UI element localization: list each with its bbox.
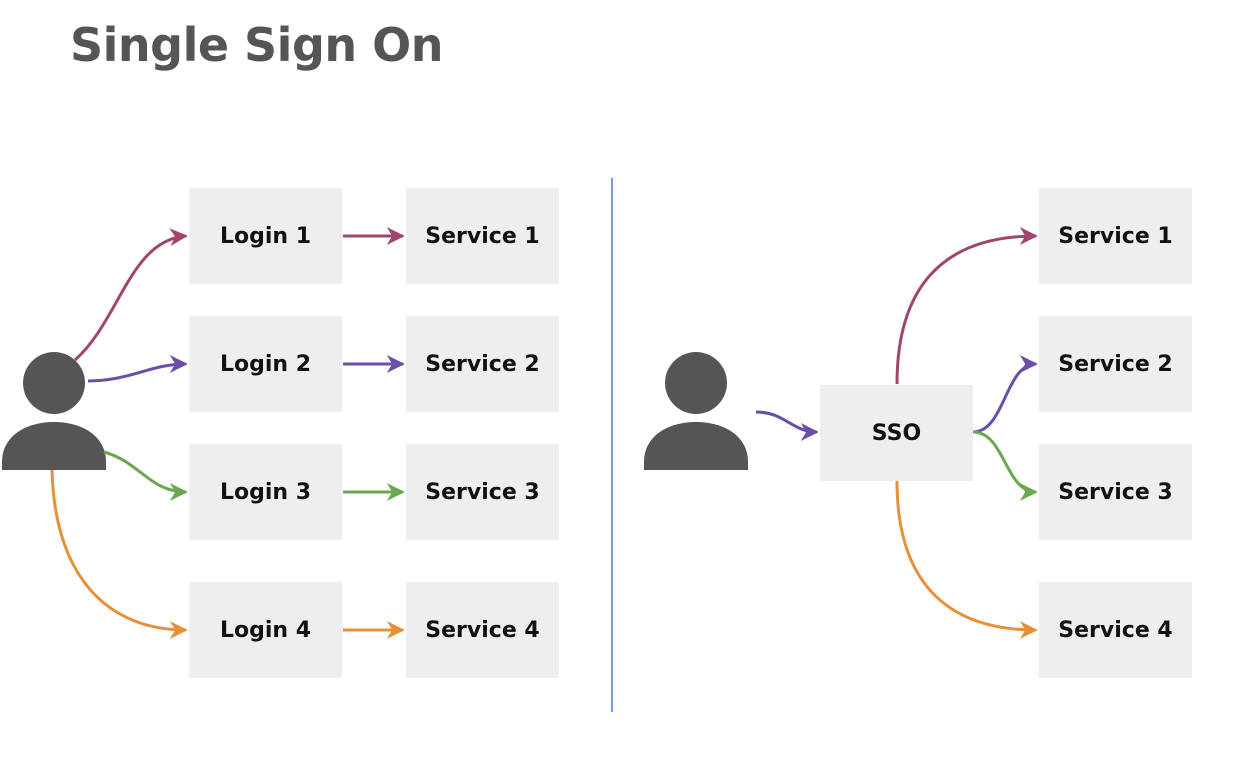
sso-service-box-4: Service 4 bbox=[1039, 582, 1192, 678]
arrow-user-login-2 bbox=[87, 355, 188, 383]
page-title: Single Sign On bbox=[70, 18, 444, 72]
login-box-2: Login 2 bbox=[189, 316, 342, 412]
service-box-1: Service 1 bbox=[406, 188, 559, 284]
arrow-user-login-4 bbox=[50, 469, 188, 639]
service-box-2: Service 2 bbox=[406, 316, 559, 412]
arrow-sso-service-1 bbox=[895, 227, 1038, 385]
arrow-user-login-1 bbox=[74, 228, 188, 362]
sso-service-box-2: Service 2 bbox=[1039, 316, 1192, 412]
sso-service-box-1: Service 1 bbox=[1039, 188, 1192, 284]
sso-box: SSO bbox=[820, 385, 973, 481]
sso-service-box-3: Service 3 bbox=[1039, 444, 1192, 540]
service-box-3: Service 3 bbox=[406, 444, 559, 540]
arrow-user-sso bbox=[755, 410, 819, 441]
login-box-1: Login 1 bbox=[189, 188, 342, 284]
arrow-sso-service-3 bbox=[972, 430, 1038, 501]
user-icon bbox=[2, 352, 106, 470]
arrow-sso-service-2 bbox=[972, 355, 1038, 434]
arrow-user-login-3 bbox=[103, 450, 188, 501]
login-box-4: Login 4 bbox=[189, 582, 342, 678]
service-box-4: Service 4 bbox=[406, 582, 559, 678]
arrow-sso-service-4 bbox=[895, 480, 1038, 639]
login-box-3: Login 3 bbox=[189, 444, 342, 540]
user-icon bbox=[644, 352, 748, 470]
